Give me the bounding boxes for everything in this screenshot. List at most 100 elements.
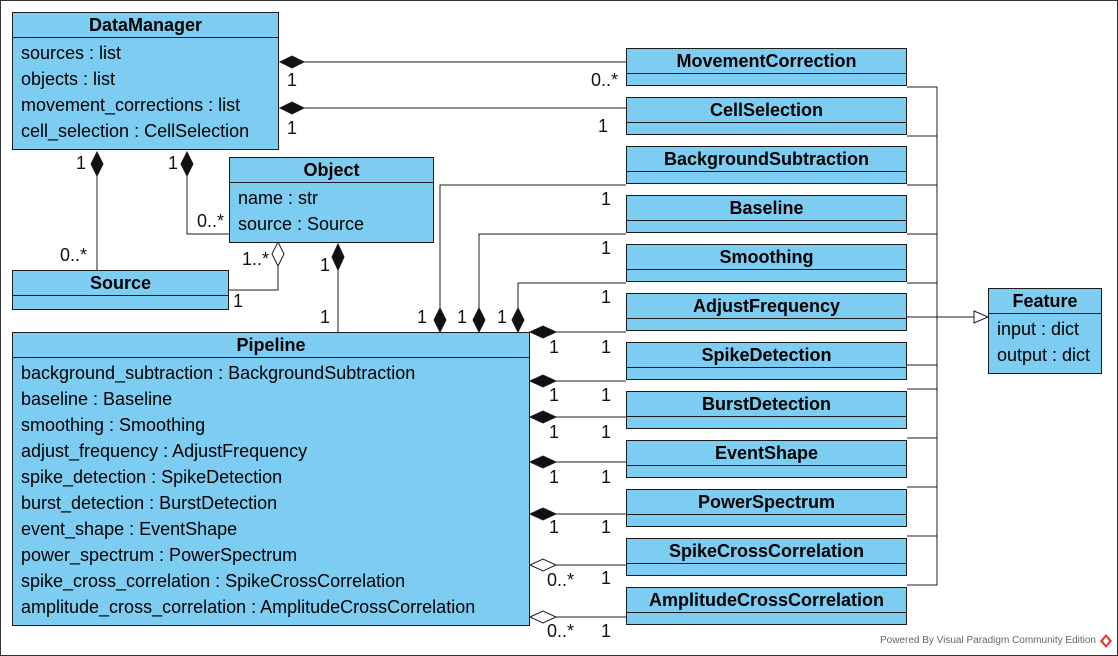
class-name: SpikeDetection (627, 343, 906, 368)
class-name: Baseline (627, 196, 906, 221)
watermark-text: Powered By Visual Paradigm Community Edi… (879, 635, 1096, 646)
multiplicity-label: 1 (601, 517, 612, 537)
class-backgroundsubtraction[interactable]: BackgroundSubtraction (626, 146, 907, 184)
multiplicity-label: 1 (601, 238, 612, 258)
class-datamanager[interactable]: DataManager sources : list objects : lis… (12, 12, 279, 150)
multiplicity-label: 1 (601, 568, 612, 588)
multiplicity-label: 1 (320, 255, 331, 275)
multiplicity-label: 1 (497, 307, 508, 327)
class-name: SpikeCrossCorrelation (627, 539, 906, 564)
multiplicity-label: 1 (601, 385, 612, 405)
attribute: name : str (238, 188, 319, 208)
attribute: adjust_frequency : AdjustFrequency (21, 441, 308, 461)
generalization-movementcorrection (907, 86, 938, 317)
class-name: DataManager (13, 13, 278, 38)
multiplicity-label: 1 (549, 337, 560, 357)
class-movementcorrection[interactable]: MovementCorrection (626, 48, 907, 86)
generalization-amplitudecrosscorrelation (907, 536, 938, 586)
class-eventshape[interactable]: EventShape (626, 440, 907, 478)
class-name: Pipeline (13, 333, 529, 358)
composition-diamond-dm-cs (278, 101, 306, 115)
attribute: event_shape : EventShape (21, 519, 238, 539)
multiplicity-label: 1 (601, 422, 612, 442)
attribute: source : Source (238, 214, 365, 234)
attribute: objects : list (21, 69, 116, 89)
class-name: Smoothing (627, 245, 906, 270)
class-name: Object (230, 158, 433, 183)
attribute: amplitude_cross_correlation : AmplitudeC… (21, 597, 476, 617)
multiplicity-label: 1 (417, 307, 428, 327)
attribute-list: input : dict output : dict (989, 314, 1101, 368)
attribute: baseline : Baseline (21, 389, 173, 409)
class-name: EventShape (627, 441, 906, 466)
composition-diamond-dm-object (180, 150, 194, 178)
attribute-list: name : str source : Source (230, 183, 433, 237)
attribute: burst_detection : BurstDetection (21, 493, 278, 513)
assoc-pl-sm (517, 282, 626, 308)
class-name: Source (13, 271, 228, 296)
class-object[interactable]: Object name : str source : Source (229, 157, 434, 243)
generalization-spikecrosscorrelation (907, 487, 938, 537)
generalization-burstdetection (907, 365, 938, 390)
attribute: smoothing : Smoothing (21, 415, 206, 435)
multiplicity-label: 1 (598, 116, 609, 136)
attribute-list: sources : list objects : list movement_c… (13, 38, 278, 144)
composition-diamond-dm-source (90, 150, 104, 178)
class-feature[interactable]: Feature input : dict output : dict (988, 288, 1102, 374)
multiplicity-label: 1 (320, 307, 331, 327)
attribute-list (13, 296, 228, 304)
multiplicity-label: 1 (549, 517, 560, 537)
aggregation-diamond-pl-acc (528, 610, 558, 624)
class-smoothing[interactable]: Smoothing (626, 244, 907, 282)
attribute: output : dict (997, 345, 1091, 365)
attribute: input : dict (997, 319, 1080, 339)
multiplicity-label: 0..* (547, 621, 575, 641)
class-baseline[interactable]: Baseline (626, 195, 907, 233)
composition-diamond-object-pipeline (331, 242, 345, 272)
class-amplitudecrosscorrelation[interactable]: AmplitudeCrossCorrelation (626, 587, 907, 625)
multiplicity-label: 1..* (242, 249, 270, 269)
attribute: background_subtraction : BackgroundSubtr… (21, 363, 416, 383)
attribute: power_spectrum : PowerSpectrum (21, 545, 298, 565)
multiplicity-label: 0..* (547, 570, 575, 590)
class-name: MovementCorrection (627, 49, 906, 74)
class-pipeline[interactable]: Pipeline background_subtraction : Backgr… (12, 332, 530, 626)
assoc-object-source (229, 266, 279, 291)
multiplicity-label: 1 (76, 153, 87, 173)
composition-diamond-pl-sm (511, 306, 525, 334)
generalization-eventshape (907, 389, 938, 439)
multiplicity-label: 1 (601, 189, 612, 209)
class-name: PowerSpectrum (627, 490, 906, 515)
class-adjustfrequency[interactable]: AdjustFrequency (626, 293, 907, 331)
composition-diamond-pl-bd (528, 410, 558, 424)
class-name: Feature (989, 289, 1101, 314)
class-spikecrosscorrelation[interactable]: SpikeCrossCorrelation (626, 538, 907, 576)
visual-paradigm-logo-icon (1100, 634, 1112, 648)
multiplicity-label: 1 (601, 621, 612, 641)
attribute-list: background_subtraction : BackgroundSubtr… (13, 358, 529, 620)
class-burstdetection[interactable]: BurstDetection (626, 391, 907, 429)
class-name: CellSelection (627, 98, 906, 123)
multiplicity-label: 1 (601, 337, 612, 357)
assoc-dm-object (186, 176, 230, 235)
composition-diamond-pl-bs (433, 306, 447, 334)
composition-diamond-dm-mc (278, 55, 306, 69)
class-name: AdjustFrequency (627, 294, 906, 319)
class-powerspectrum[interactable]: PowerSpectrum (626, 489, 907, 527)
class-cellselection[interactable]: CellSelection (626, 97, 907, 135)
composition-diamond-pl-ps (528, 507, 558, 521)
multiplicity-label: 1 (549, 422, 560, 442)
multiplicity-label: 0..* (197, 211, 225, 231)
attribute: spike_detection : SpikeDetection (21, 467, 283, 487)
generalization-spikedetection (907, 317, 938, 366)
class-source[interactable]: Source (12, 270, 229, 310)
multiplicity-label: 1 (601, 287, 612, 307)
composition-diamond-pl-af (528, 325, 558, 339)
attribute: sources : list (21, 43, 122, 63)
generalization-arrowhead (973, 310, 990, 324)
multiplicity-label: 1 (457, 307, 468, 327)
attribute: movement_corrections : list (21, 95, 241, 115)
class-spikedetection[interactable]: SpikeDetection (626, 342, 907, 380)
